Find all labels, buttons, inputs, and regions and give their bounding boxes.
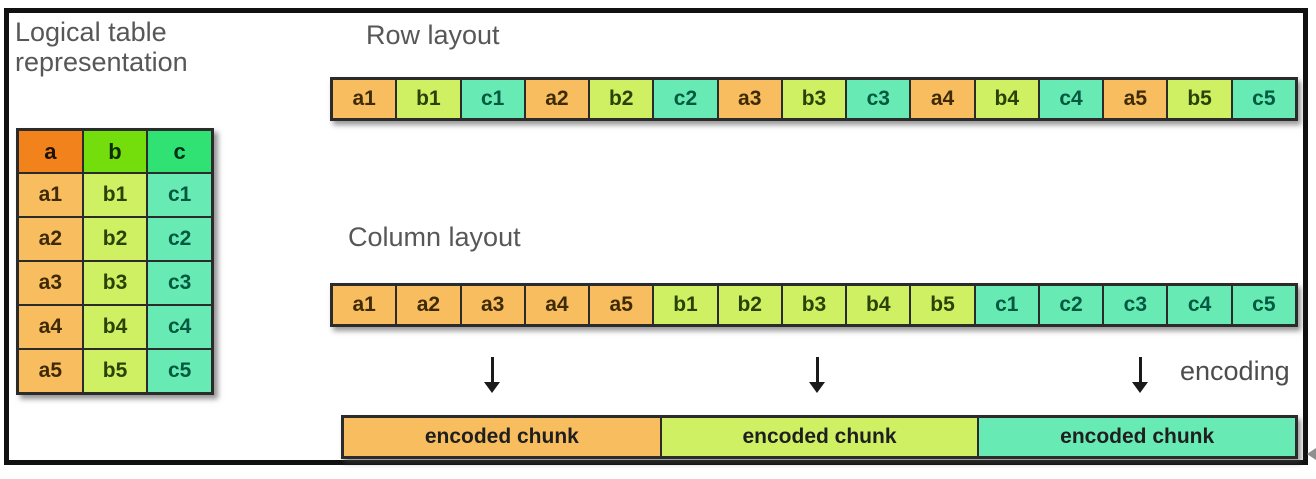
cell-a3: a3	[460, 285, 525, 325]
column-layout-title: Column layout	[348, 222, 521, 252]
cell-a1: a1	[332, 285, 397, 325]
cell-b5: b5	[910, 285, 975, 325]
cell-b1: b1	[653, 285, 718, 325]
cell-c4: c4	[1167, 285, 1232, 325]
cell-b5: b5	[1167, 79, 1232, 119]
cell-c3: c3	[846, 79, 911, 119]
cell-c3: c3	[147, 261, 213, 305]
cell-b1: b1	[396, 79, 461, 119]
cell-c5: c5	[147, 349, 213, 393]
logical-table-title: Logical table representation	[15, 17, 188, 77]
arrow-shaft	[815, 357, 819, 382]
cell-a5: a5	[589, 285, 654, 325]
cell-c3: c3	[1103, 285, 1168, 325]
encoding-arrow-down-icon	[809, 357, 825, 393]
cell-a2: a2	[18, 217, 83, 261]
cell-c2: c2	[147, 217, 213, 261]
cell-b3: b3	[82, 261, 148, 305]
cell-a1: a1	[332, 79, 397, 119]
encoded-chunk-b: encoded chunk	[660, 417, 979, 457]
corner-cursor-icon	[1307, 448, 1316, 460]
cell-c1: c1	[460, 79, 525, 119]
arrow-head	[1132, 382, 1148, 393]
cell-a: a	[18, 130, 83, 173]
cell-c2: c2	[1038, 285, 1104, 325]
row-layout-title: Row layout	[366, 20, 500, 50]
encoded-chunk-a: encoded chunk	[343, 417, 661, 457]
cell-c1: c1	[974, 285, 1039, 325]
cell-c: c	[147, 130, 213, 173]
arrow-shaft	[1138, 357, 1142, 382]
cell-a1: a1	[18, 173, 83, 217]
cell-b2: b2	[589, 79, 654, 119]
encoding-arrow-down-icon	[1132, 357, 1148, 393]
cell-b4: b4	[846, 285, 911, 325]
cell-a4: a4	[910, 79, 975, 119]
cell-b5: b5	[82, 349, 148, 393]
encoded-chunk-c: encoded chunk	[978, 417, 1297, 457]
cell-a4: a4	[18, 305, 83, 349]
diagram-frame	[4, 8, 1308, 465]
cell-b4: b4	[82, 305, 148, 349]
arrow-shaft	[490, 357, 494, 382]
cell-c2: c2	[653, 79, 718, 119]
cell-c4: c4	[147, 305, 213, 349]
cell-a5: a5	[1103, 79, 1168, 119]
cell-c5: c5	[1231, 285, 1296, 325]
cell-b4: b4	[974, 79, 1039, 119]
cell-a4: a4	[524, 285, 590, 325]
arrow-head	[484, 382, 500, 393]
cell-b2: b2	[717, 285, 782, 325]
cell-b3: b3	[781, 79, 847, 119]
encoding-arrow-down-icon	[484, 357, 500, 393]
cell-b1: b1	[82, 173, 148, 217]
encoding-label: encoding	[1180, 356, 1290, 386]
cell-a3: a3	[717, 79, 782, 119]
cell-a2: a2	[396, 285, 461, 325]
cell-b3: b3	[781, 285, 847, 325]
cell-a5: a5	[18, 349, 83, 393]
cell-a3: a3	[18, 261, 83, 305]
cell-a2: a2	[524, 79, 590, 119]
cell-b: b	[82, 130, 148, 173]
cell-c1: c1	[147, 173, 213, 217]
cell-b2: b2	[82, 217, 148, 261]
cell-c4: c4	[1038, 79, 1104, 119]
cell-c5: c5	[1231, 79, 1296, 119]
arrow-head	[809, 382, 825, 393]
